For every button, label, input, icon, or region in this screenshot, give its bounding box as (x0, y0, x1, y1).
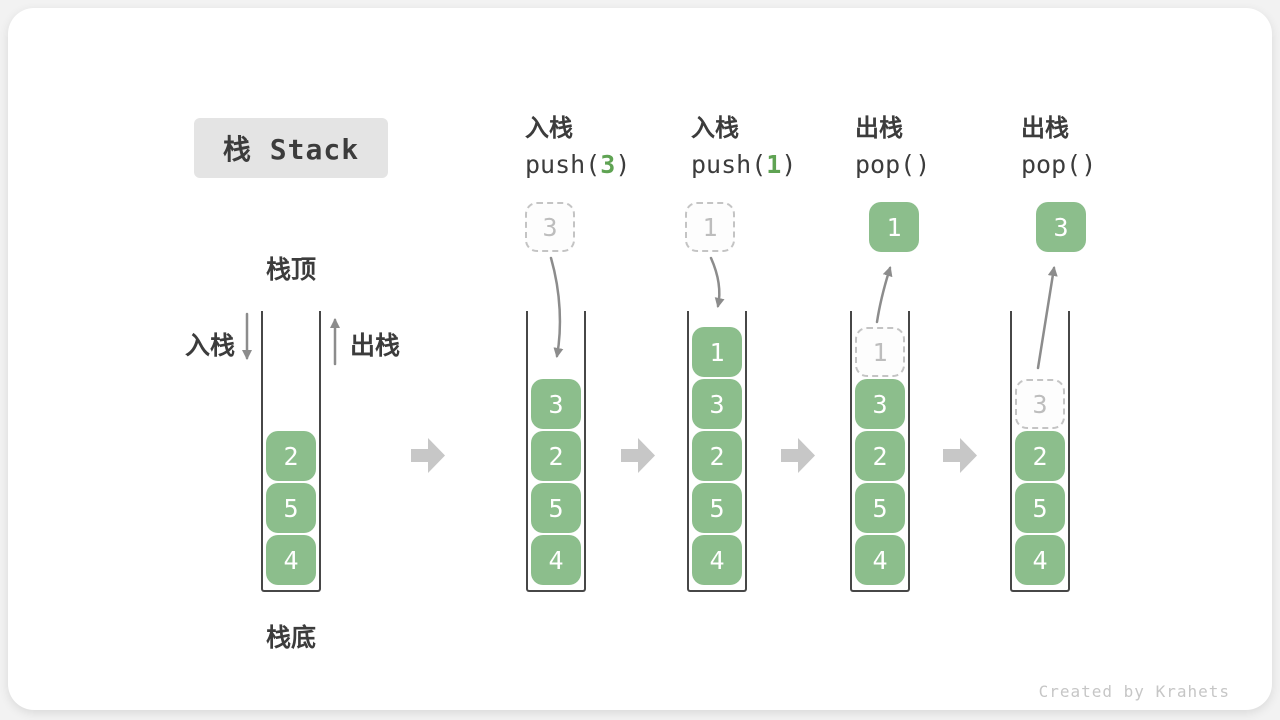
stack-cell: 3 (692, 379, 742, 429)
diagram-title: 栈 Stack (194, 118, 388, 178)
stack-state-pop-3: 3 2 5 4 (1010, 311, 1070, 592)
stack-cell: 4 (266, 535, 316, 585)
stack-top-label: 栈顶 (265, 256, 316, 284)
stack-cell: 4 (855, 535, 905, 585)
incoming-value-box: 3 (525, 202, 575, 252)
push-arg-value: 1 (766, 150, 782, 179)
operation-action-label: 出栈 (855, 115, 903, 142)
operation-code: push(3) (525, 150, 631, 179)
stack-state-after-push-1: 1 3 2 5 4 (687, 311, 747, 592)
stack-cell: 2 (531, 431, 581, 481)
stack-cell: 2 (266, 431, 316, 481)
diagram-card: 栈 Stack 入栈 push(3) 入栈 push(1) 出栈 pop() 出… (8, 8, 1272, 710)
stack-cell: 5 (531, 483, 581, 533)
operation-action-label: 出栈 (1021, 115, 1069, 142)
push-direction-label: 入栈 (185, 332, 236, 360)
stack-state-after-push-3: 3 2 5 4 (526, 311, 586, 592)
stack-cell: 3 (855, 379, 905, 429)
step-arrow-4 (943, 438, 977, 473)
operation-code: pop() (1021, 150, 1097, 179)
operation-code: push(1) (691, 150, 797, 179)
operation-header-pop-3: 出栈 pop() (1021, 114, 1096, 180)
step-arrow-2 (621, 438, 655, 473)
operation-header-pop-1: 出栈 pop() (855, 114, 930, 180)
stack-bottom-label: 栈底 (265, 624, 316, 652)
step-arrow-1 (411, 438, 445, 473)
stack-cell-removed: 3 (1015, 379, 1065, 429)
popped-value-box: 1 (869, 202, 919, 252)
operation-header-push-1: 入栈 push(1) (691, 114, 796, 180)
stack-cell: 1 (692, 327, 742, 377)
stack-cell-removed: 1 (855, 327, 905, 377)
stack-cell: 2 (855, 431, 905, 481)
step-arrow-3 (781, 438, 815, 473)
stack-cell: 5 (855, 483, 905, 533)
stack-cell: 4 (531, 535, 581, 585)
operation-action-label: 入栈 (525, 115, 573, 142)
operation-code: pop() (855, 150, 931, 179)
incoming-value-box: 1 (685, 202, 735, 252)
stack-cell: 5 (692, 483, 742, 533)
operation-action-label: 入栈 (691, 115, 739, 142)
watermark: Created by Krahets (1038, 682, 1230, 701)
stack-state-initial: 2 5 4 (261, 311, 321, 592)
stack-cell: 4 (1015, 535, 1065, 585)
pop-direction-label: 出栈 (350, 332, 401, 360)
stack-cell: 5 (1015, 483, 1065, 533)
stack-cell: 2 (692, 431, 742, 481)
stack-cell: 5 (266, 483, 316, 533)
stack-cell: 3 (531, 379, 581, 429)
stack-cell: 4 (692, 535, 742, 585)
stack-cell: 2 (1015, 431, 1065, 481)
push-arg-value: 3 (600, 150, 616, 179)
operation-header-push-3: 入栈 push(3) (525, 114, 630, 180)
stack-state-pop-1: 1 3 2 5 4 (850, 311, 910, 592)
push-arrow-1-into-stack (709, 256, 725, 308)
popped-value-box: 3 (1036, 202, 1086, 252)
